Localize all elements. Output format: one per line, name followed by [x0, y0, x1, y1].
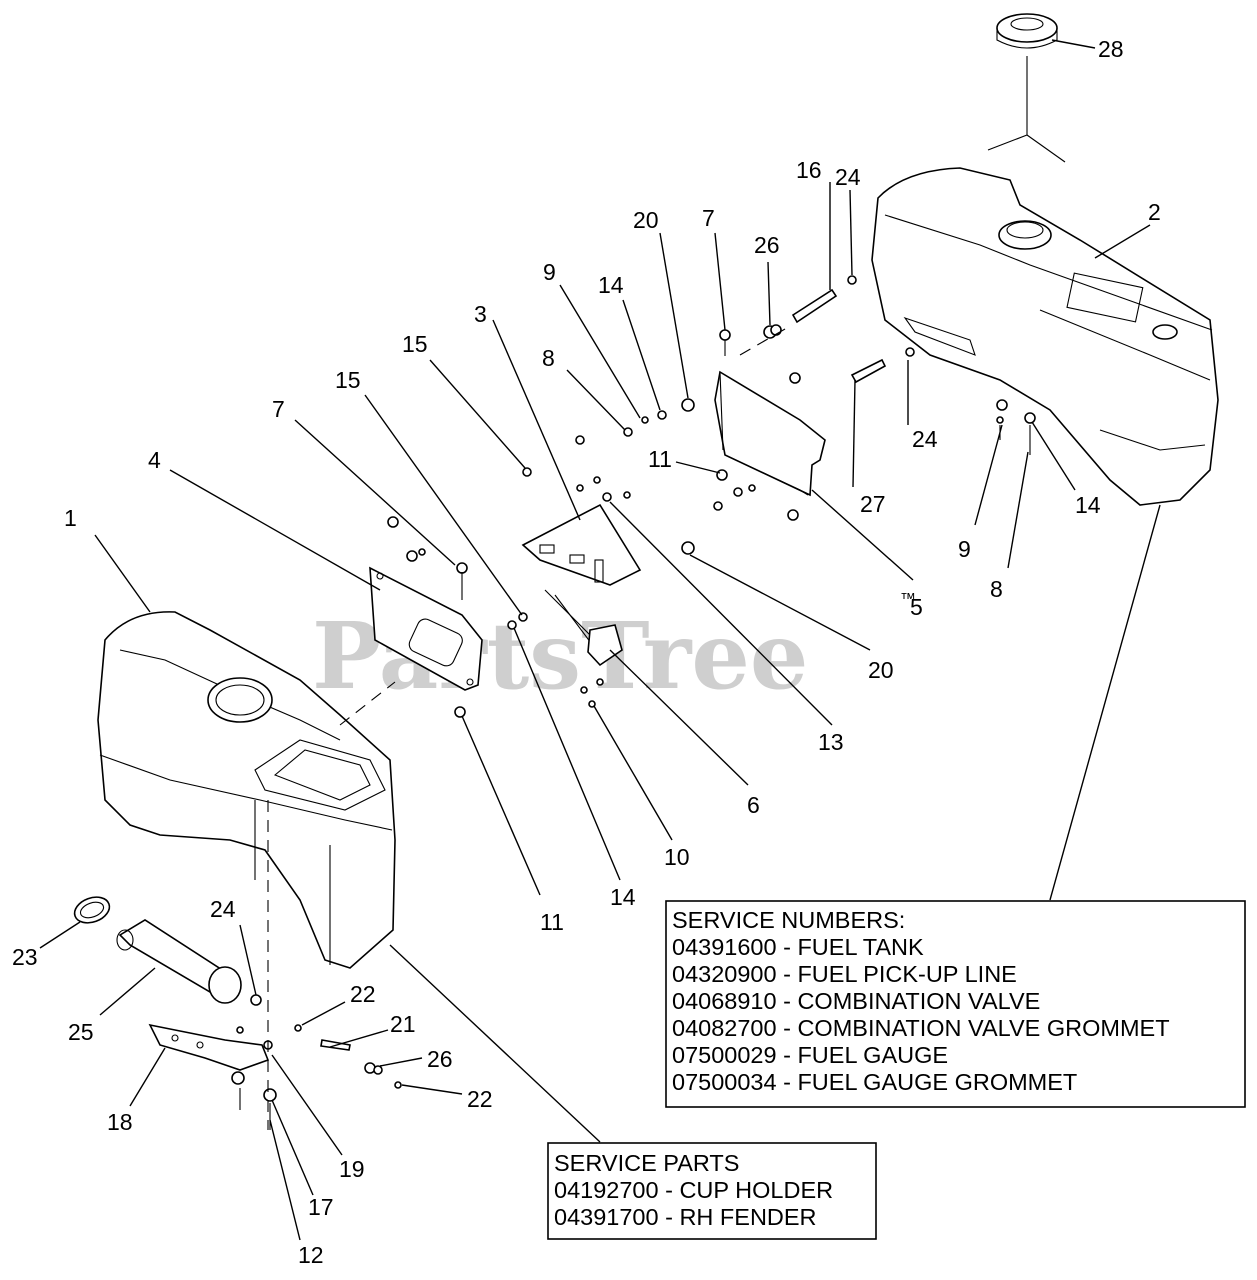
callout-14: 14 — [610, 884, 636, 910]
fender-part — [97, 611, 396, 969]
callout-10: 10 — [664, 844, 690, 870]
callout-9: 9 — [543, 259, 556, 285]
callout-24: 24 — [912, 426, 938, 452]
callout-6: 6 — [747, 792, 760, 818]
fuel-gauge-part — [987, 13, 1066, 163]
callout-27: 27 — [860, 491, 886, 517]
service-numbers-line: 04320900 - FUEL PICK-UP LINE — [672, 961, 1017, 987]
callout-16: 16 — [796, 157, 822, 183]
service-numbers-line: 04391600 - FUEL TANK — [672, 934, 924, 960]
pump-bracket-part — [148, 1023, 270, 1071]
callout-7: 7 — [702, 205, 715, 231]
callout-22: 22 — [467, 1086, 493, 1112]
callout-14: 14 — [1075, 492, 1101, 518]
callout-15: 15 — [335, 367, 361, 393]
hardware-fasteners — [231, 275, 1036, 1130]
service-numbers-line: 07500034 - FUEL GAUGE GROMMET — [672, 1069, 1077, 1095]
callout-12: 12 — [298, 1242, 324, 1268]
assembly-lines — [267, 324, 793, 1130]
gasket-plate-part — [369, 566, 483, 691]
callout-19: 19 — [339, 1156, 365, 1182]
service-parts-line: 04192700 - CUP HOLDER — [554, 1177, 833, 1203]
callout-13: 13 — [818, 729, 844, 755]
callout-9: 9 — [958, 536, 971, 562]
service-parts-title: SERVICE PARTS — [554, 1150, 739, 1176]
fuel-pump-part — [116, 919, 242, 1004]
callout-20: 20 — [868, 657, 894, 683]
valve-bracket-part — [521, 503, 642, 586]
callout-7: 7 — [272, 396, 285, 422]
callout-20: 20 — [633, 207, 659, 233]
service-parts-box: SERVICE PARTS 04192700 - CUP HOLDER 0439… — [547, 1142, 877, 1240]
callout-4: 4 — [148, 447, 161, 473]
mount-bracket-part — [714, 370, 826, 497]
callout-26: 26 — [427, 1046, 453, 1072]
callout-23: 23 — [12, 944, 38, 970]
callout-17: 17 — [308, 1194, 334, 1220]
callout-11: 11 — [648, 446, 672, 472]
callout-1: 1 — [64, 505, 77, 531]
service-numbers-title: SERVICE NUMBERS: — [672, 907, 905, 933]
callout-2: 2 — [1148, 199, 1161, 225]
callout-3: 3 — [474, 301, 487, 327]
callout-26: 26 — [754, 232, 780, 258]
combination-valve-part — [544, 589, 623, 667]
service-numbers-box: SERVICE NUMBERS: 04391600 - FUEL TANK 04… — [665, 900, 1246, 1108]
callout-18: 18 — [107, 1109, 133, 1135]
callout-8: 8 — [990, 576, 1003, 602]
callout-28: 28 — [1098, 36, 1124, 62]
leader-lines — [39, 39, 1161, 1241]
hose-clamp-part — [73, 896, 111, 924]
callout-5: 5 — [910, 594, 923, 620]
callout-14: 14 — [598, 272, 624, 298]
service-numbers-line: 07500029 - FUEL GAUGE — [672, 1042, 948, 1068]
callout-24: 24 — [835, 164, 861, 190]
service-numbers-line: 04068910 - COMBINATION VALVE — [672, 988, 1040, 1014]
callout-21: 21 — [390, 1011, 416, 1037]
callout-15: 15 — [402, 331, 428, 357]
callout-22: 22 — [350, 981, 376, 1007]
callout-labels: 28 2 16 24 26 7 20 14 9 8 3 15 15 7 4 1 … — [12, 36, 1161, 1268]
callout-25: 25 — [68, 1019, 94, 1045]
callout-11: 11 — [540, 909, 564, 935]
fuel-tank-part — [871, 167, 1219, 506]
trademark: ™ — [900, 591, 916, 608]
callout-24: 24 — [210, 896, 236, 922]
service-parts-line: 04391700 - RH FENDER — [554, 1204, 817, 1230]
callout-8: 8 — [542, 345, 555, 371]
service-numbers-line: 04082700 - COMBINATION VALVE GROMMET — [672, 1015, 1170, 1041]
